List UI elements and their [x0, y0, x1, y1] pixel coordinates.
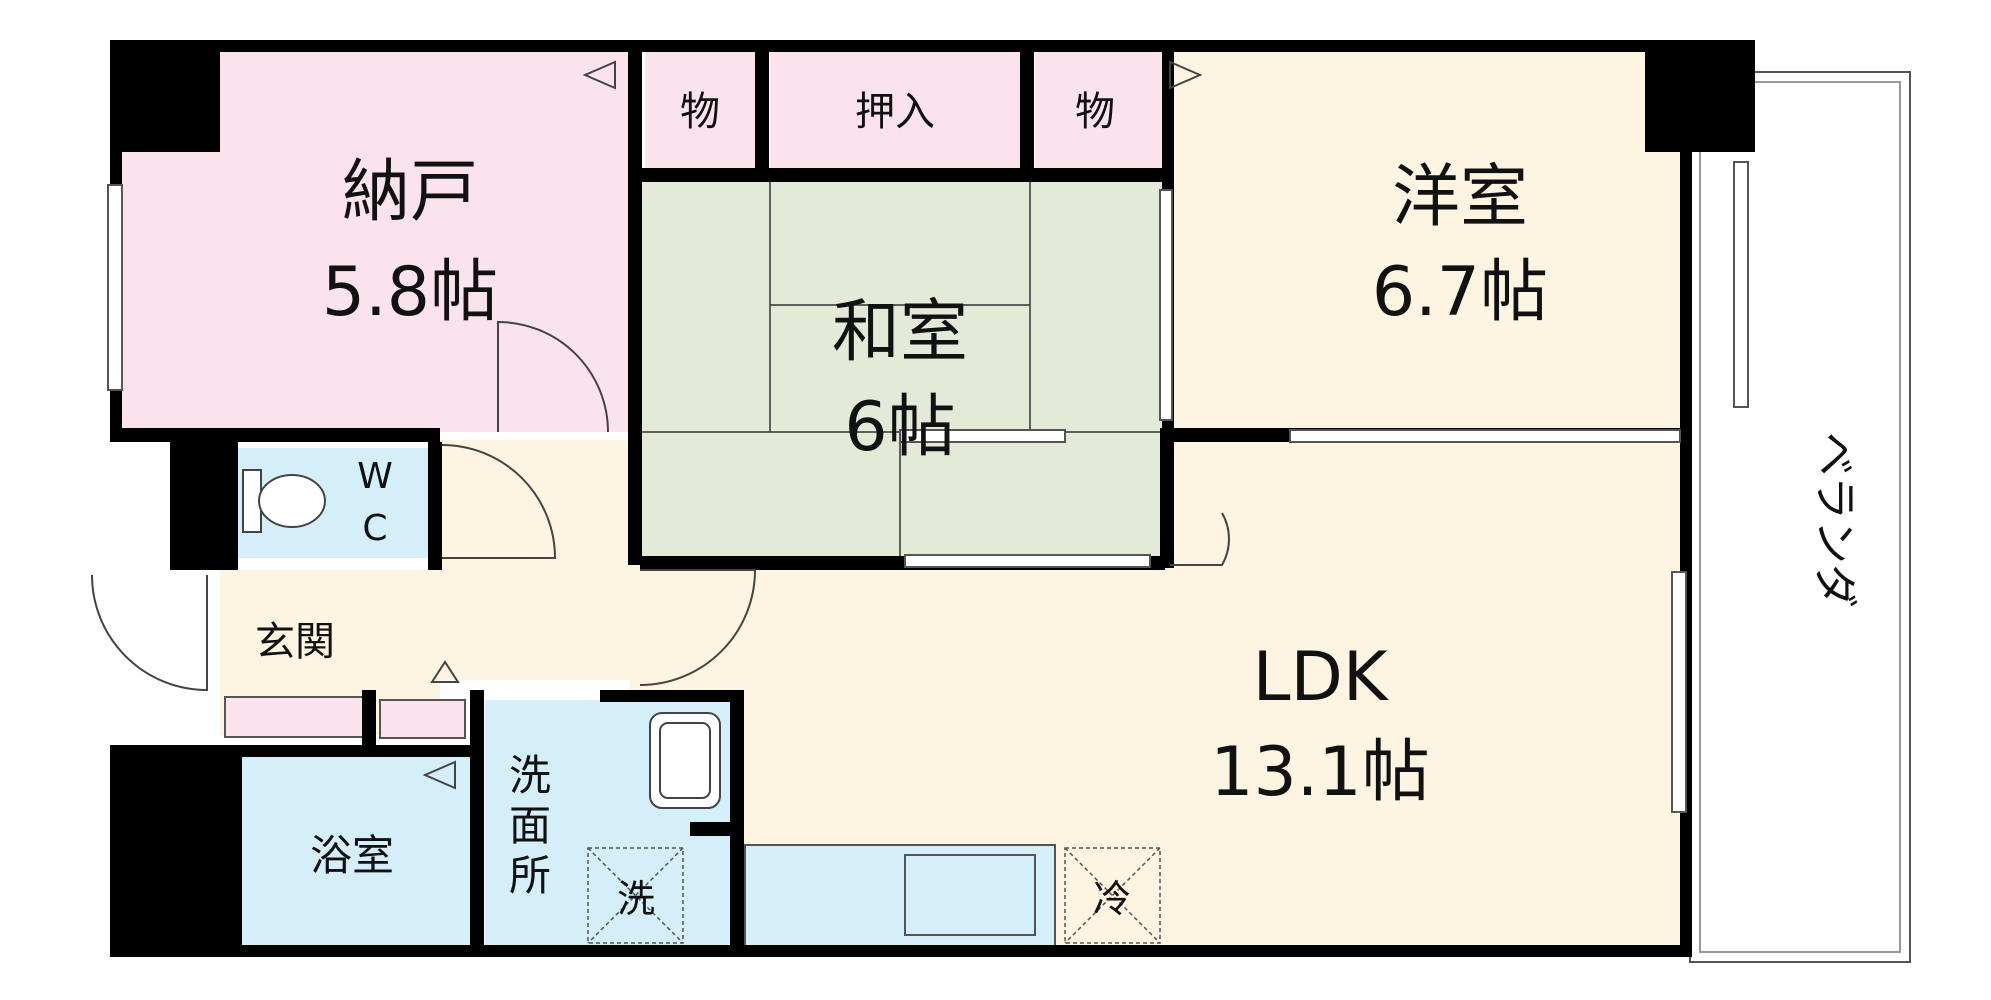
toilet-fixture — [242, 469, 326, 533]
oshiire-label: 押入 — [855, 89, 935, 135]
yoshitsu-room — [1165, 50, 1690, 435]
genkan-label: 玄関 — [255, 619, 335, 665]
washer-space — [587, 847, 684, 944]
balcony-inner-rail — [1699, 81, 1901, 953]
senmenjo-label-2: 面 — [509, 801, 551, 850]
tatami-lines — [640, 182, 1165, 560]
doors — [91, 60, 1230, 790]
fridge-label: 冷 — [1093, 877, 1131, 921]
yoshitsu-name-label: 洋室 — [1392, 158, 1528, 237]
sink — [904, 854, 1036, 936]
windows — [107, 161, 1749, 813]
washer-label: 洗 — [617, 877, 655, 921]
storage-right — [1035, 50, 1165, 168]
ldk-size-label: 13.1帖 — [1210, 733, 1429, 812]
storage-left — [645, 50, 755, 168]
hallway — [440, 440, 640, 680]
storage-left-label: 物 — [680, 89, 720, 135]
fridge-space — [1064, 847, 1161, 944]
yokushitsu-label: 浴室 — [310, 831, 394, 880]
senmenjo-label-3: 所 — [509, 851, 551, 900]
hall-cabinet — [379, 699, 466, 739]
storage-right-label: 物 — [1075, 89, 1115, 135]
wc-label-w: W — [357, 456, 393, 497]
washitsu-room — [640, 182, 1165, 560]
washbasin-fixture — [649, 712, 721, 809]
nando-size-label: 5.8帖 — [322, 253, 498, 332]
washitsu-name-label: 和室 — [832, 293, 968, 372]
ldk-room — [1165, 435, 1690, 953]
balcony-area — [1689, 71, 1911, 963]
washitsu-size-label: 6帖 — [844, 388, 955, 467]
yoshitsu-size-label: 6.7帖 — [1372, 253, 1548, 332]
kitchen-counter — [744, 844, 1056, 954]
balcony-label: ベランダ — [1809, 432, 1860, 608]
shoe-cabinet — [224, 696, 371, 738]
senmenjo-label-1: 洗 — [509, 751, 551, 800]
yokushitsu-room — [235, 757, 480, 953]
nando-name-label: 納戸 — [342, 153, 478, 232]
wc-label-c: C — [362, 508, 387, 549]
ldk-name-label: LDK — [1253, 638, 1390, 717]
oshiire-closet — [770, 50, 1020, 168]
